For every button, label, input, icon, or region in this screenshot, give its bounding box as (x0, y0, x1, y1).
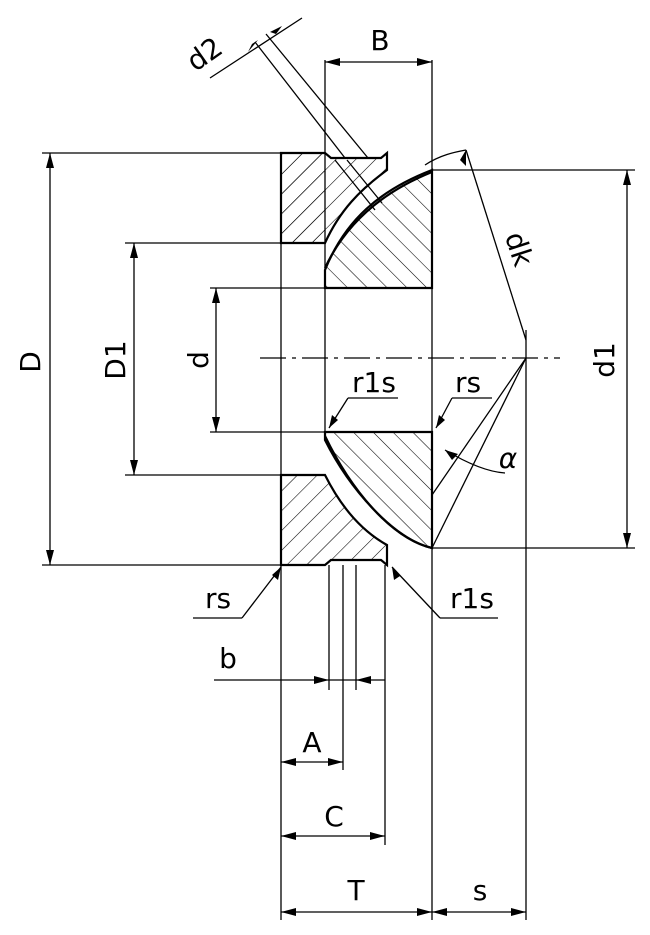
label-A: A (302, 726, 321, 759)
label-dk: dk (498, 228, 540, 271)
label-alpha: α (499, 442, 518, 475)
dim-B (325, 58, 432, 66)
outer-ring-bottom (279, 473, 389, 568)
label-D: D (14, 351, 47, 373)
dim-D1 (130, 243, 138, 475)
dim-C (281, 832, 385, 840)
dim-d (212, 288, 220, 432)
label-T: T (346, 874, 365, 907)
contact-surface-top (324, 170, 433, 269)
dim-alpha (431, 357, 527, 549)
label-d1: d1 (588, 342, 621, 378)
label-s: s (473, 874, 488, 907)
dim-d2 (209, 17, 383, 211)
label-D1: D1 (99, 340, 132, 379)
dim-d1 (623, 170, 631, 548)
label-b: b (219, 642, 237, 675)
dim-A (281, 758, 343, 766)
extension-lines (42, 152, 635, 566)
label-r1s-top: r1s (352, 366, 396, 399)
label-d: d (182, 351, 215, 369)
label-rs-top: rs (455, 366, 481, 399)
leader-rs-top (435, 397, 492, 429)
dim-T (281, 908, 432, 916)
label-r1s-bottom: r1s (450, 582, 494, 615)
contact-surface-bottom (324, 435, 433, 550)
dim-dk (424, 149, 527, 341)
label-B: B (370, 24, 389, 57)
leader-r1s-bottom (391, 566, 498, 619)
label-rs-bottom: rs (205, 582, 231, 615)
leader-r1s-top (328, 397, 398, 429)
leader-rs-bottom (193, 566, 282, 619)
dim-D (46, 153, 54, 565)
outer-ring-top (279, 150, 389, 245)
dim-b (214, 676, 385, 684)
label-C: C (324, 800, 344, 833)
outline-lines (280, 60, 527, 920)
dim-s (432, 908, 526, 916)
